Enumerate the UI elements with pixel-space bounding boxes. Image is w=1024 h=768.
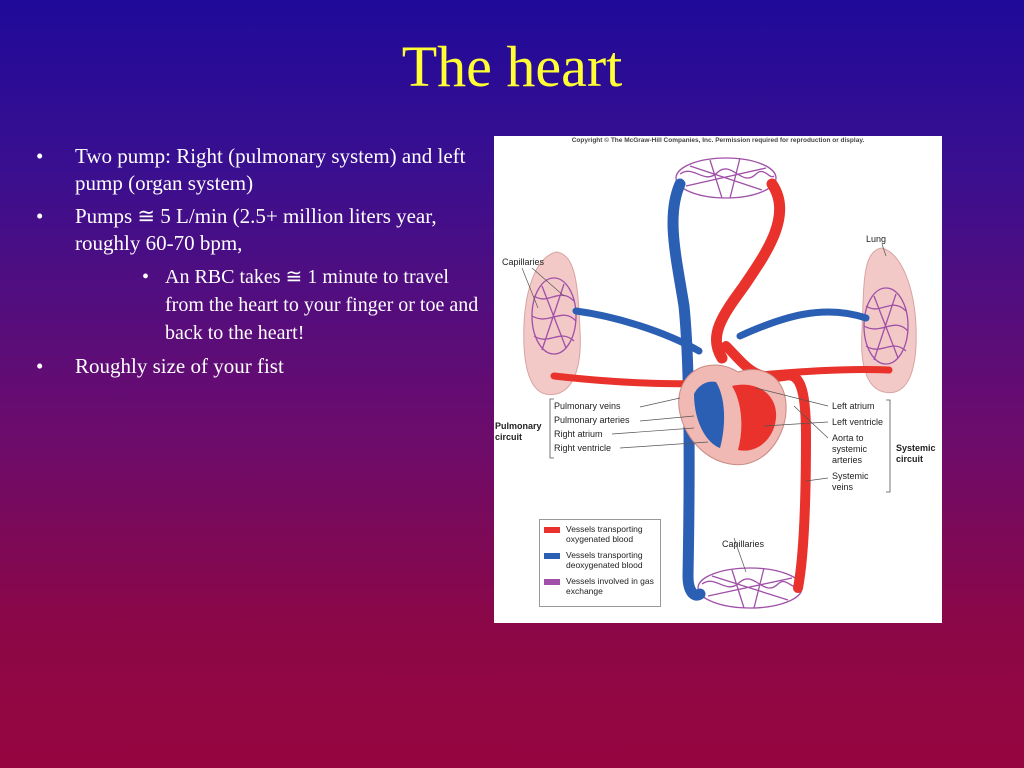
copyright-notice: Copyright © The McGraw-Hill Companies, I… [571,137,865,144]
bullet-item: • Roughly size of your fist [30,353,480,380]
label-left-ventricle: Left ventricle [832,417,884,427]
lower-body-capillaries [697,567,803,609]
bullet-text: An RBC takes ≅ 1 minute to travel from t… [165,266,479,344]
label-right-atrium: Right atrium [554,429,603,439]
label-lung: Lung [866,234,887,244]
bullet-text: Two pump: Right (pulmonary system) and l… [75,144,466,195]
label-aorta: Aorta to systemic arteries [832,433,868,465]
label-left-atrium: Left atrium [832,401,875,411]
circulation-diagram: Copyright © The McGraw-Hill Companies, I… [494,136,942,623]
bullet-text: Roughly size of your fist [75,354,284,378]
label-pulmonary-arteries: Pulmonary arteries [554,415,630,425]
bullet-item: • Two pump: Right (pulmonary system) and … [30,143,480,197]
label-pulmonary-veins: Pulmonary veins [554,401,621,411]
legend-swatch-blue [544,553,560,559]
upper-body-capillaries [675,157,777,199]
bullet-item: • Pumps ≅ 5 L/min (2.5+ million liters ye… [30,203,480,257]
bullet-dot: • [142,266,150,288]
left-lung-capillaries [531,277,577,355]
label-systemic-circuit: Systemic circuit [896,443,936,464]
legend-text: Vessels transporting oxygenated blood [566,524,643,544]
left-lung [523,251,581,396]
bullet-dot: • [36,204,44,228]
slide-title: The heart [401,34,623,99]
legend-text: Vessels involved in gas exchange [566,576,654,596]
label-capillaries-bottom: Capillaries [722,539,765,549]
circuit-brackets [549,398,891,493]
bullet-dot: • [36,144,44,168]
label-pulmonary-circuit: Pulmonary circuit [495,421,542,442]
legend-text: Vessels transporting deoxygenated blood [566,550,643,570]
sub-bullet-item: • An RBC takes ≅ 1 minute to travel from … [30,263,480,347]
bullet-list: • Two pump: Right (pulmonary system) and … [30,143,480,386]
bullet-text: Pumps ≅ 5 L/min (2.5+ million liters yea… [75,204,437,255]
circulation-drawing [521,157,917,609]
right-lung-capillaries [863,287,909,365]
heart [678,364,787,466]
bullet-dot: • [36,354,44,378]
legend-swatch-purple [544,579,560,585]
label-right-ventricle: Right ventricle [554,443,612,453]
label-systemic-veins: Systemic veins [832,471,869,492]
color-legend: Vessels transporting oxygenated blood Ve… [539,519,661,607]
label-capillaries-top: Capillaries [502,257,545,267]
legend-swatch-red [544,527,560,533]
leader-lines [521,243,887,573]
